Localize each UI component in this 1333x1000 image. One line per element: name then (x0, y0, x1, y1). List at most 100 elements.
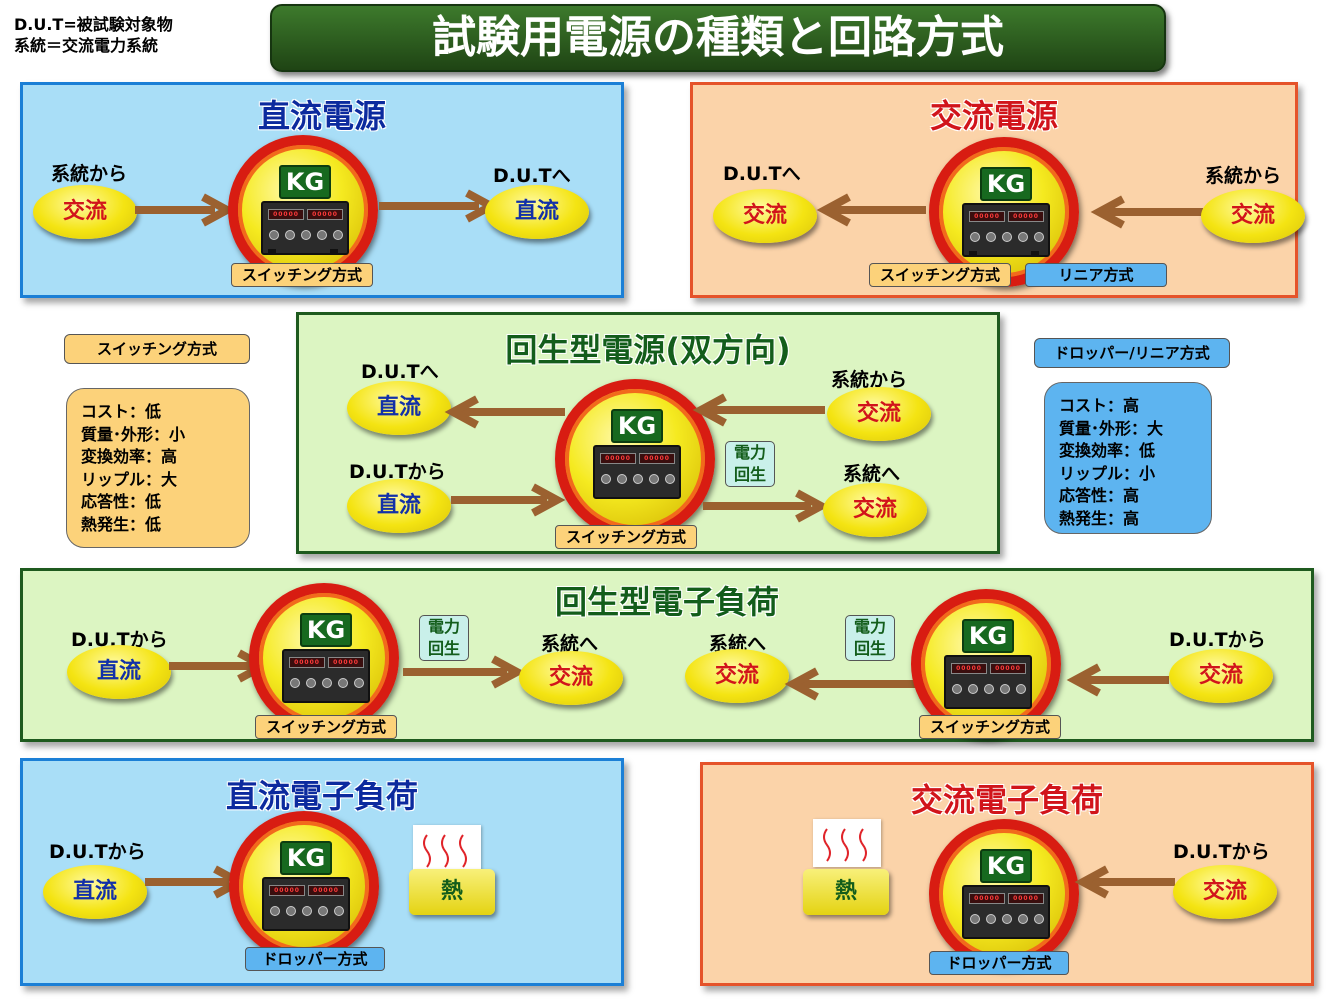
flow-arrow (1090, 195, 1203, 229)
knob (318, 906, 328, 916)
dc-load-title: 直流電子負荷 (225, 777, 418, 815)
knob (970, 914, 980, 924)
legend-line-grid: 系統＝交流電力系統 (14, 36, 159, 55)
knob (1000, 684, 1010, 694)
switching-method-tag: スイッチング方式 (255, 715, 397, 739)
ac-output-oval: 交流 (685, 649, 789, 703)
knob (952, 684, 962, 694)
regen-load-panel: 回生型電子負荷 D.U.Tから 直流 KG 00000 00000 電力回生 系… (20, 568, 1314, 742)
heat-box: 熱 (803, 869, 889, 915)
dc-supply-panel: 直流電源 系統から 交流 KG 00000 00000 D.U.Tへ 直流 スイ… (20, 82, 624, 298)
knob (1002, 914, 1012, 924)
dc-output-oval: 直流 (485, 185, 589, 239)
power-regeneration-badge: 電力回生 (725, 441, 775, 487)
switching-method-tag: スイッチング方式 (869, 263, 1011, 287)
flow-arrow (703, 489, 830, 523)
dc-output-oval: 直流 (347, 381, 451, 435)
knob (1018, 914, 1028, 924)
ac-output-oval: 交流 (519, 651, 623, 705)
knob (601, 474, 611, 484)
foot (330, 249, 338, 255)
kg-logo: KG (980, 849, 1032, 883)
power-supply-unit-icon: KG 00000 00000 (229, 811, 379, 961)
heat-waves-icon (813, 819, 881, 867)
power-supply-unit-icon: KG 00000 00000 (929, 819, 1079, 969)
heat-waves-icon (823, 828, 867, 862)
flow-arrow (379, 189, 500, 223)
dc-input-oval: 直流 (43, 865, 147, 919)
to-dut-label: D.U.Tへ (723, 163, 801, 185)
front-panel: 00000 00000 (261, 201, 349, 255)
knob (285, 230, 295, 240)
dc-input-oval: 直流 (67, 645, 171, 699)
spec-item: 質量･外形：大 (1059, 418, 1164, 438)
front-panel: 00000 00000 (262, 877, 350, 931)
knob (986, 914, 996, 924)
switching-method-tag: スイッチング方式 (919, 715, 1061, 739)
from-dut-label: D.U.Tから (49, 841, 146, 863)
ac-input-oval: 交流 (1201, 189, 1305, 243)
front-panel: 00000 00000 (593, 445, 681, 499)
heat-waves-icon (413, 825, 481, 873)
from-dut-label: D.U.Tから (71, 629, 168, 651)
spec-item: 熱発生：高 (1059, 508, 1140, 528)
to-dut-label: D.U.Tへ (361, 361, 439, 383)
display: 00000 (639, 453, 675, 464)
knob (354, 678, 364, 688)
ac-output-oval: 交流 (713, 189, 817, 243)
display: 00000 (951, 663, 987, 674)
page-title: 試験用電源の種類と回路方式 (270, 4, 1166, 72)
power-supply-unit-icon: KG 00000 00000 (911, 589, 1061, 739)
ac-input-oval: 交流 (827, 387, 931, 441)
knob (617, 474, 627, 484)
knob (333, 230, 343, 240)
dropper-method-tag: ドロッパー方式 (929, 951, 1069, 975)
dropper-spec-box: コスト：高 質量･外形：大 変換効率：低 リップル：小 応答性：高 熱発生：高 (1044, 382, 1212, 534)
knob (269, 230, 279, 240)
knob (302, 906, 312, 916)
ac-input-oval: 交流 (33, 185, 137, 239)
regen-supply-panel: 回生型電源(双方向) D.U.Tへ 直流 D.U.Tから 直流 KG 00000… (296, 312, 1000, 554)
front-panel: 00000 00000 (282, 649, 370, 703)
flow-arrow (784, 667, 917, 701)
dc-load-panel: 直流電子負荷 D.U.Tから 直流 KG 00000 00000 熱 ドロッパー… (20, 758, 624, 986)
spec-item: リップル：小 (1059, 463, 1156, 483)
power-regeneration-badge: 電力回生 (845, 615, 895, 661)
kg-logo: KG (300, 613, 352, 647)
knob (1034, 914, 1044, 924)
display: 00000 (600, 453, 636, 464)
foot (969, 251, 977, 257)
knob (306, 678, 316, 688)
display: 00000 (969, 211, 1005, 222)
spec-item: 変換効率：高 (81, 447, 178, 466)
heat-box: 熱 (409, 869, 495, 915)
from-dut-label: D.U.Tから (1173, 841, 1270, 863)
regen-supply-title: 回生型電源(双方向) (505, 331, 791, 369)
knob (301, 230, 311, 240)
power-supply-unit-icon: KG 00000 00000 (249, 583, 399, 733)
ac-input-oval: 交流 (1173, 865, 1277, 919)
kg-logo: KG (279, 165, 331, 199)
knob (1018, 232, 1028, 242)
kg-logo: KG (962, 619, 1014, 653)
spec-item: 変換効率：低 (1059, 441, 1156, 460)
knob (286, 906, 296, 916)
to-grid-label: 系統へ (541, 633, 599, 655)
power-supply-unit-icon: KG 00000 00000 (929, 137, 1079, 287)
knob (968, 684, 978, 694)
display: 00000 (969, 893, 1005, 904)
display: 00000 (268, 209, 304, 220)
dc-supply-title: 直流電源 (257, 97, 386, 135)
switching-method-tag: スイッチング方式 (555, 525, 697, 549)
knob (1034, 232, 1044, 242)
legend-line-dut: D.U.T=被試験対象物 (14, 15, 173, 34)
ac-load-title: 交流電子負荷 (910, 781, 1103, 819)
display: 00000 (308, 885, 344, 896)
knob (970, 232, 980, 242)
abbreviation-legend: D.U.T=被試験対象物 系統＝交流電力系統 (14, 14, 173, 56)
flow-arrow (1066, 663, 1169, 697)
knob (665, 474, 675, 484)
kg-logo: KG (611, 409, 663, 443)
from-grid-label: 系統から (51, 163, 128, 185)
knob (317, 230, 327, 240)
